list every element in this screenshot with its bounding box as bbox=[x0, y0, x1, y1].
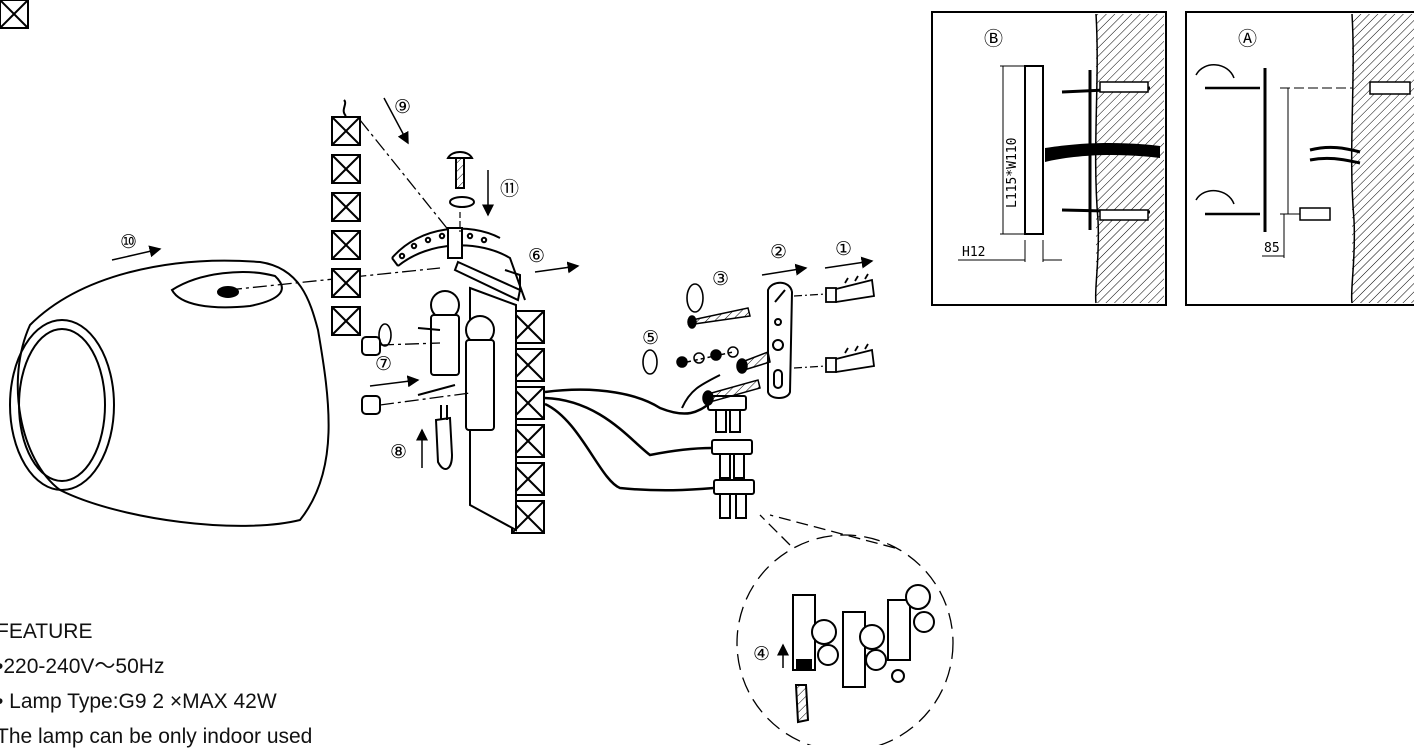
size-dimension: L115*W110 bbox=[1005, 138, 1020, 208]
detail-bubble bbox=[736, 514, 954, 745]
wires bbox=[544, 374, 721, 492]
callout-8: ⑧ bbox=[390, 441, 407, 463]
rotation-arrows bbox=[378, 283, 704, 375]
right-chain bbox=[511, 310, 545, 534]
left-chain bbox=[331, 99, 361, 336]
panel-b: Ⓑ L115*W110 H12 bbox=[931, 11, 1167, 306]
callout-2: ② bbox=[770, 241, 787, 263]
wall-plugs bbox=[825, 273, 876, 374]
callout-6: ⑥ bbox=[528, 245, 545, 267]
callout-9: ⑨ bbox=[394, 96, 411, 118]
callout-7: ⑦ bbox=[375, 353, 392, 375]
g9-bulb bbox=[434, 405, 454, 470]
screws bbox=[676, 307, 771, 406]
panel-a: Ⓐ 85 bbox=[1185, 11, 1414, 306]
terminal-blocks bbox=[707, 395, 755, 519]
panel-a-label: Ⓐ bbox=[1238, 28, 1257, 50]
feature-indoor-use: The lamp can be only indoor used bbox=[0, 725, 313, 748]
terminal-detail bbox=[792, 584, 935, 724]
callout-labels: ① ② ③ ④ ⑤ ⑥ ⑦ ⑧ ⑨ ⑩ ⑪ bbox=[120, 96, 852, 665]
callout-5: ⑤ bbox=[642, 327, 659, 349]
callout-10: ⑩ bbox=[120, 231, 137, 253]
thickness-dimension: H12 bbox=[962, 245, 985, 260]
callout-11: ⑪ bbox=[500, 178, 519, 200]
top-screw bbox=[446, 151, 475, 208]
feature-lamp-type: • Lamp Type:G9 2 ×MAX 42W bbox=[0, 690, 277, 713]
lamp-shell bbox=[9, 259, 330, 527]
callout-3: ③ bbox=[712, 268, 729, 290]
decor-chain bbox=[0, 0, 29, 29]
wall-bracket bbox=[767, 281, 794, 399]
feature-voltage: •220-240V～50Hz bbox=[0, 655, 165, 678]
bulb-holders bbox=[417, 290, 495, 431]
callout-1: ① bbox=[835, 238, 852, 260]
spacing-dimension: 85 bbox=[1264, 241, 1280, 256]
callout-4: ④ bbox=[753, 643, 770, 665]
mounting-bracket bbox=[391, 227, 526, 302]
motion-arrows bbox=[111, 97, 874, 468]
panel-b-label: Ⓑ bbox=[984, 28, 1003, 50]
feature-list: FEATURE •220-240V～50Hz • Lamp Type:G9 2 … bbox=[0, 614, 312, 754]
end-caps bbox=[361, 336, 381, 415]
feature-heading: FEATURE bbox=[0, 620, 93, 643]
